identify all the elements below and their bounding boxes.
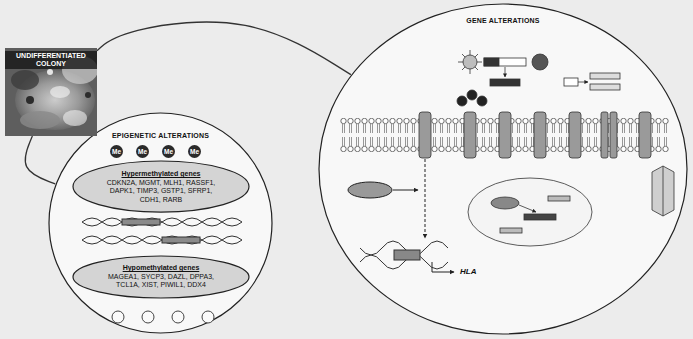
gene-list-ellipse: Hypomethylated genesMAGEA1, SYCP3, DAZL,… [72,255,250,299]
colony-photo [5,48,97,136]
gene-list: CDKN2A, MGMT, MLH1, RASSF1, DAPK1, TIMP3… [99,179,224,204]
gene-circle: GENE ALTERATIONS HLA [318,3,688,335]
epigenetic-circle: EPIGENETIC ALTERATIONS Hypermethylated ge… [48,112,273,334]
colony-photo [5,48,97,136]
methyl-mark: Me [136,145,149,158]
list-heading: Hypomethylated genes [99,264,224,273]
ellipse-outline [49,113,272,333]
ellipse-outline [48,112,273,334]
ellipse-outline [73,161,249,212]
methyl-mark: Me [162,145,175,158]
text-block: UNDIFFERENTIATED COLONY [5,51,97,70]
gene-label: HLA [460,268,476,277]
text-block: Hypermethylated genesCDKN2A, MGMT, MLH1,… [99,170,224,204]
circle-heading: GENE ALTERATIONS [318,17,688,24]
ellipse-outline [73,256,249,298]
gene-list: MAGEA1, SYCP3, DAZL, DPPA3, TCL1A, XIST,… [99,273,224,290]
methyl-mark: Me [110,145,123,158]
list-heading: Hypermethylated genes [99,170,224,179]
photo-panel: UNDIFFERENTIATED COLONY [5,48,97,136]
text-block: Hypomethylated genesMAGEA1, SYCP3, DAZL,… [99,264,224,290]
connector-curve [25,136,55,184]
ellipse-outline [72,160,250,213]
ellipse-outline [319,4,687,334]
text-block: EPIGENETIC ALTERATIONS [48,132,273,139]
circle-heading: EPIGENETIC ALTERATIONS [48,132,273,139]
connector-curve [97,22,351,75]
text-block: GENE ALTERATIONS [318,17,688,24]
panel-outline [6,49,97,136]
gene-list-ellipse: Hypermethylated genesCDKN2A, MGMT, MLH1,… [72,160,250,213]
methyl-mark: Me [188,145,201,158]
panel-title: UNDIFFERENTIATED COLONY [5,51,97,69]
ellipse-outline [318,3,688,335]
